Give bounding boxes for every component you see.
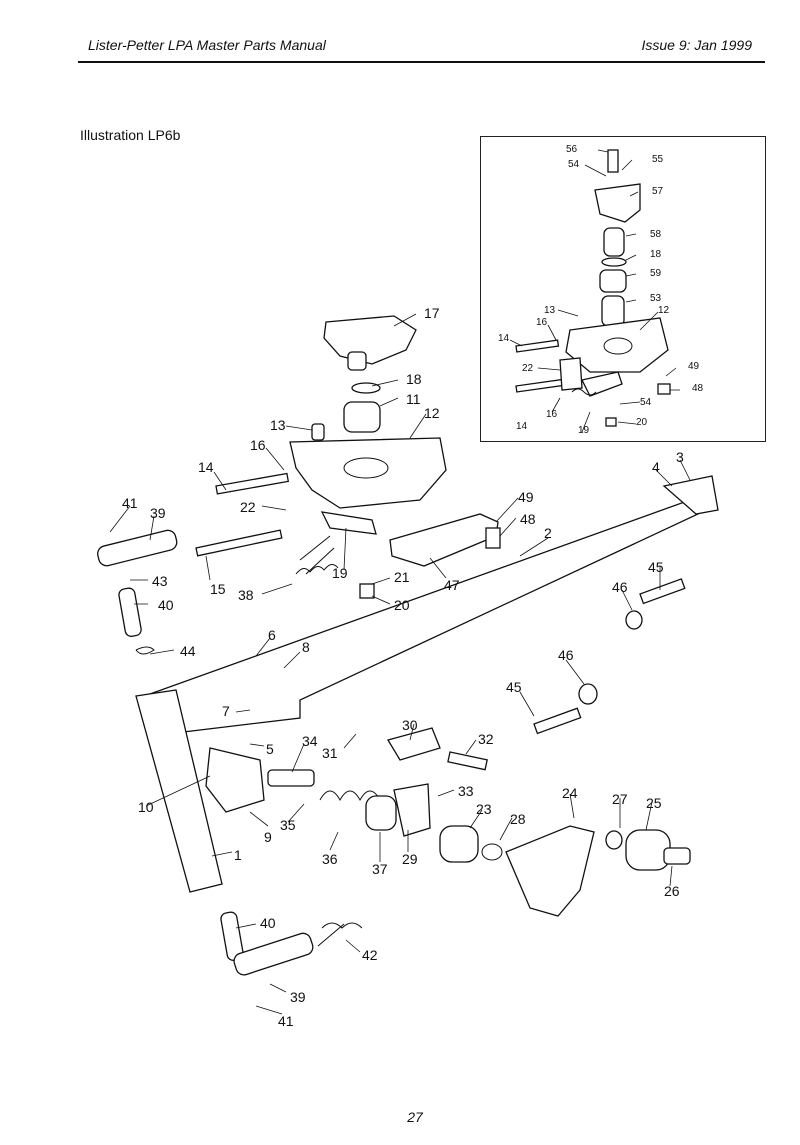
callout-1: 1: [234, 847, 242, 863]
callout-31: 31: [322, 745, 338, 761]
inset-callout-16: 16: [536, 317, 548, 328]
callout-5: 5: [266, 741, 274, 757]
callout-43: 43: [152, 573, 168, 589]
callout-12: 12: [424, 405, 440, 421]
inset-callout-54: 54: [640, 397, 652, 408]
inset-callout-57: 57: [652, 186, 664, 197]
callout-9: 9: [264, 829, 272, 845]
callout-22: 22: [240, 499, 256, 515]
callout-30: 30: [402, 717, 418, 733]
callout-2: 2: [544, 525, 552, 541]
callout-46: 46: [558, 647, 574, 663]
callout-16: 16: [250, 437, 266, 453]
main-drawing: [97, 313, 719, 1015]
callout-49: 49: [518, 489, 534, 505]
callout-11: 11: [406, 391, 421, 407]
callout-41: 41: [122, 495, 138, 511]
callout-44: 44: [180, 643, 196, 659]
inset-callout-49: 49: [688, 361, 700, 372]
callout-25: 25: [646, 795, 662, 811]
inset-callout-58: 58: [650, 229, 662, 240]
illustration-title: Illustration LP6b: [80, 127, 181, 143]
callout-28: 28: [510, 811, 526, 827]
callout-45: 45: [506, 679, 522, 695]
callout-26: 26: [664, 883, 680, 899]
inset-frame: [480, 136, 766, 442]
manual-title: Lister-Petter LPA Master Parts Manual: [88, 37, 326, 53]
inset-callout-20: 20: [636, 417, 648, 428]
inset-drawing: [509, 149, 680, 433]
callout-48: 48: [520, 511, 536, 527]
callout-40: 40: [260, 915, 276, 931]
callout-18: 18: [406, 371, 422, 387]
callout-27: 27: [612, 791, 628, 807]
callout-14: 14: [198, 459, 214, 475]
inset-callout-19: 19: [578, 425, 590, 436]
callout-7: 7: [222, 703, 230, 719]
inset-callout-12: 12: [658, 305, 670, 316]
inset-callout-22: 22: [522, 363, 534, 374]
callout-6: 6: [268, 627, 276, 643]
callout-19: 19: [332, 565, 348, 581]
callout-45: 45: [648, 559, 664, 575]
inset-callout-14: 14: [498, 333, 510, 344]
inset-callout-16: 16: [546, 409, 558, 420]
callout-47: 47: [444, 577, 460, 593]
callout-4: 4: [652, 459, 660, 475]
callout-24: 24: [562, 785, 578, 801]
inset-callout-14: 14: [516, 421, 528, 432]
callout-15: 15: [210, 581, 226, 597]
callout-21: 21: [394, 569, 410, 585]
callout-40: 40: [158, 597, 174, 613]
callout-36: 36: [322, 851, 338, 867]
page-number: 27: [407, 1109, 423, 1125]
inset-callout-53: 53: [650, 293, 662, 304]
callout-46: 46: [612, 579, 628, 595]
callout-39: 39: [150, 505, 166, 521]
callout-13: 13: [270, 417, 286, 433]
inset-callout-55: 55: [652, 154, 664, 165]
callout-3: 3: [676, 449, 684, 465]
inset-callout-54: 54: [568, 159, 580, 170]
callout-20: 20: [394, 597, 410, 613]
callout-37: 37: [372, 861, 388, 877]
callout-42: 42: [362, 947, 378, 963]
callout-34: 34: [302, 733, 318, 749]
issue-date: Issue 9: Jan 1999: [641, 37, 752, 53]
inset-callout-18: 18: [650, 249, 662, 260]
callout-35: 35: [280, 817, 296, 833]
callout-32: 32: [478, 731, 494, 747]
header-rule: [78, 61, 765, 63]
callout-17: 17: [424, 305, 440, 321]
callout-41: 41: [278, 1013, 294, 1029]
callout-29: 29: [402, 851, 418, 867]
callout-38: 38: [238, 587, 254, 603]
inset-callout-56: 56: [566, 144, 578, 155]
callout-10: 10: [138, 799, 154, 815]
inset-callout-48: 48: [692, 383, 704, 394]
callout-8: 8: [302, 639, 310, 655]
callout-39: 39: [290, 989, 306, 1005]
inset-callout-13: 13: [544, 305, 556, 316]
inset-callout-59: 59: [650, 268, 662, 279]
callout-23: 23: [476, 801, 492, 817]
callout-33: 33: [458, 783, 474, 799]
